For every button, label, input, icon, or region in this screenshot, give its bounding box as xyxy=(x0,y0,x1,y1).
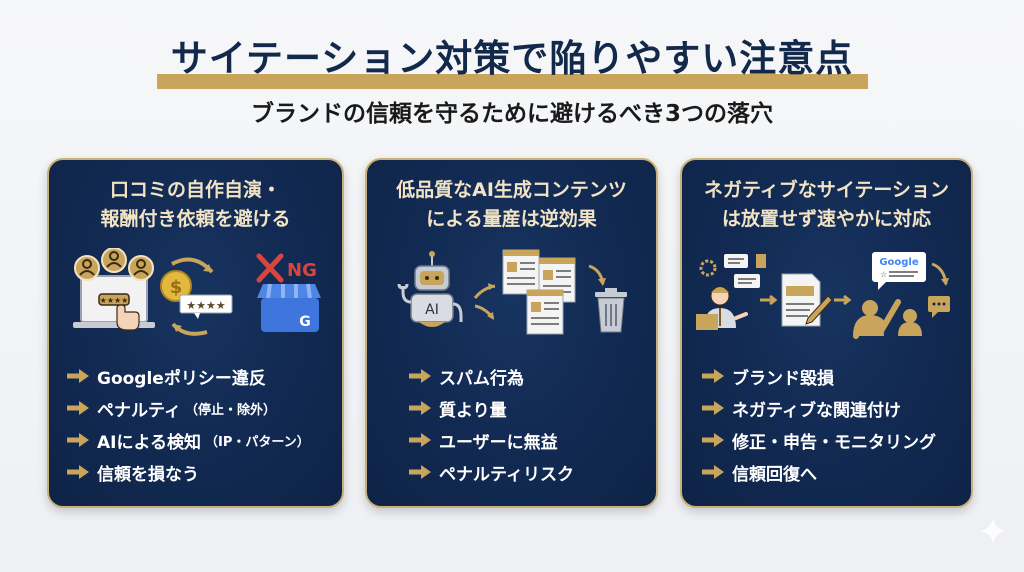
star-rating-bubble-icon: ★★★★ xyxy=(179,294,233,319)
bullet-list: スパム行為 質より量 ユーザーに無益 ペナルティリスク xyxy=(409,360,574,488)
document-edit-icon xyxy=(781,273,833,327)
bullet-text: ブランド毀損 xyxy=(732,368,834,389)
svg-text:☆: ☆ xyxy=(880,270,887,279)
card-title-line: による量産は逆効果 xyxy=(426,208,597,230)
card-title: 口コミの自作自演・ 報酬付き依頼を避ける xyxy=(49,176,342,234)
card-negative-citations: ネガティブなサイテーション は放置せず速やかに対応 xyxy=(680,158,973,508)
svg-text:AI: AI xyxy=(425,302,439,318)
bullet-item: 信頼回復へ xyxy=(702,456,936,488)
bullet-text: 修正・申告・モニタリング xyxy=(732,432,936,453)
svg-text:Google: Google xyxy=(879,257,919,268)
page-title: サイテーション対策で陥りやすい注意点 xyxy=(170,37,854,80)
svg-text:NG: NG xyxy=(287,260,317,281)
google-business-store-icon: G xyxy=(257,283,321,332)
card-ai-content: 低品質なAI生成コンテンツ による量産は逆効果 AI xyxy=(365,158,658,508)
svg-text:★★★★: ★★★★ xyxy=(186,299,226,312)
arrow-right-icon xyxy=(409,465,431,479)
card-title: ネガティブなサイテーション は放置せず速やかに対応 xyxy=(682,176,971,234)
trash-can-icon xyxy=(595,288,627,333)
coin-exchange-icon: $ xyxy=(160,257,214,336)
bullet-text: スパム行為 xyxy=(439,368,524,389)
bullet-text: AIによる検知 xyxy=(97,432,201,453)
bullet-item: AIによる検知 （IP・パターン） xyxy=(67,424,310,456)
svg-text:G: G xyxy=(299,314,311,330)
ng-cross-icon: NG xyxy=(256,253,317,283)
bullet-item: ネガティブな関連付け xyxy=(702,392,936,424)
card-title: 低品質なAI生成コンテンツ による量産は逆効果 xyxy=(367,176,656,234)
arrow-right-icon xyxy=(67,433,89,447)
arrow-right-icon xyxy=(702,369,724,383)
bullet-note: （停止・除外） xyxy=(184,402,276,418)
bullet-item: 修正・申告・モニタリング xyxy=(702,424,936,456)
person-chat-icon xyxy=(696,254,766,330)
bullet-item: ユーザーに無益 xyxy=(409,424,574,456)
bullet-list: Googleポリシー違反 ペナルティ （停止・除外） AIによる検知 （IP・パ… xyxy=(67,360,310,488)
card-illustration: AI xyxy=(367,248,656,340)
bullet-text: Googleポリシー違反 xyxy=(97,368,266,389)
arrow-right-icon xyxy=(67,401,89,415)
bullet-item: Googleポリシー違反 xyxy=(67,360,310,392)
bullet-note: （IP・パターン） xyxy=(204,434,310,450)
arrow-right-icon xyxy=(702,401,724,415)
arrow-right-icon xyxy=(409,369,431,383)
bullet-item: ペナルティ （停止・除外） xyxy=(67,392,310,424)
bullet-item: 信頼を損なう xyxy=(67,456,310,488)
bullet-text: 信頼回復へ xyxy=(732,464,817,485)
card-title-line: ネガティブなサイテーション xyxy=(703,179,950,201)
robot-icon: AI xyxy=(397,251,463,327)
bullet-text: ネガティブな関連付け xyxy=(732,400,901,421)
bullet-list: ブランド毀損 ネガティブな関連付け 修正・申告・モニタリング 信頼回復へ xyxy=(702,360,936,488)
bullet-text: 質より量 xyxy=(439,400,507,421)
page-subtitle: ブランドの信頼を守るために避けるべき3つの落穴 xyxy=(250,101,773,127)
card-title-line: 低品質なAI生成コンテンツ xyxy=(396,179,627,201)
bullet-item: スパム行為 xyxy=(409,360,574,392)
users-laptop-review-icon: ★★★★ xyxy=(73,247,155,331)
card-fake-reviews: 口コミの自作自演・ 報酬付き依頼を避ける ★★★★ xyxy=(47,158,344,508)
google-review-icon: Google ☆ xyxy=(872,252,926,290)
arrow-right-icon xyxy=(702,433,724,447)
card-illustration: Google ☆ xyxy=(682,248,971,340)
bullet-text: 信頼を損なう xyxy=(97,464,199,485)
arrow-right-icon xyxy=(409,401,431,415)
bullet-text: ペナルティリスク xyxy=(439,464,574,485)
card-title-line: 口コミの自作自演・ xyxy=(109,179,281,201)
arrow-right-icon xyxy=(409,433,431,447)
header: サイテーション対策で陥りやすい注意点 xyxy=(0,34,1024,89)
bullet-text: ユーザーに無益 xyxy=(439,432,558,453)
people-response-icon xyxy=(853,296,950,339)
card-title-line: は放置せず速やかに対応 xyxy=(721,208,931,230)
bullet-text: ペナルティ xyxy=(97,400,181,421)
sparkle-icon xyxy=(980,518,1006,544)
svg-text:★★★★: ★★★★ xyxy=(100,296,129,305)
documents-icon xyxy=(502,249,576,335)
bullet-item: ブランド毀損 xyxy=(702,360,936,392)
title-underline xyxy=(157,74,868,89)
bullet-item: 質より量 xyxy=(409,392,574,424)
arrow-right-icon xyxy=(702,465,724,479)
card-illustration: ★★★★ $ ★★★★ NG xyxy=(49,247,342,340)
card-title-line: 報酬付き依頼を避ける xyxy=(100,208,291,230)
arrow-right-icon xyxy=(67,369,89,383)
svg-text:$: $ xyxy=(170,277,183,298)
arrow-right-icon xyxy=(67,465,89,479)
bullet-item: ペナルティリスク xyxy=(409,456,574,488)
